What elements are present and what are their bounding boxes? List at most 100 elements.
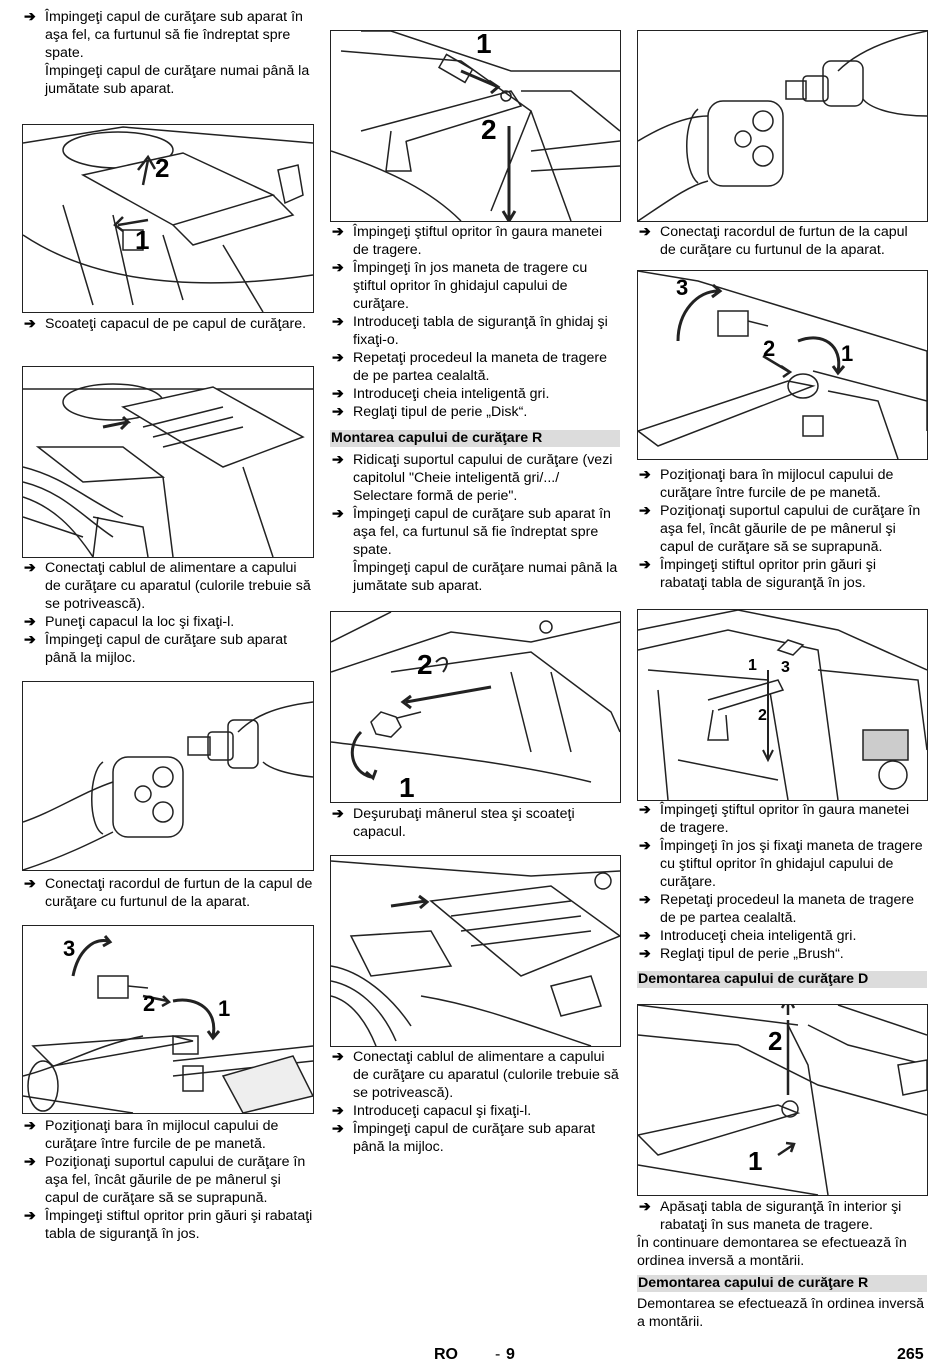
arrow-bullet-icon: ➔ — [332, 386, 344, 402]
instruction-step: ➔Repetaţi procedeul la maneta de tragere… — [637, 891, 927, 927]
instruction-text: Împingeţi în jos maneta de tragere cu şt… — [353, 260, 588, 312]
figure-connect-cable-r — [330, 855, 621, 1047]
arrow-bullet-icon: ➔ — [24, 1154, 36, 1170]
callout-label: 1 — [218, 996, 230, 1021]
arrow-bullet-icon: ➔ — [639, 557, 651, 573]
footer-section-number: 9 — [506, 1346, 515, 1363]
callout-label: 2 — [417, 649, 433, 680]
callout-label: 3 — [676, 275, 688, 300]
figure-insert-pin: 1 2 — [330, 30, 621, 222]
instruction-text: Introduceţi capacul şi fixaţi-l. — [353, 1103, 532, 1119]
callout-label: 1 — [841, 341, 853, 366]
instruction-text: Împingeţi capul de curăţare sub aparat î… — [45, 9, 303, 61]
instruction-note: Împingeţi capul de curăţare numai până l… — [353, 560, 618, 594]
arrow-bullet-icon: ➔ — [24, 316, 36, 332]
instruction-step: ➔Poziţionaţi bara în mijlocul capului de… — [22, 1117, 315, 1153]
arrow-bullet-icon: ➔ — [639, 503, 651, 519]
callout-label: 1 — [135, 225, 149, 255]
section-heading: Montarea capului de curăţare R — [330, 430, 620, 447]
instructions-c1-b1: ➔ Împingeţi capul de curăţare sub aparat … — [22, 8, 315, 98]
arrow-bullet-icon: ➔ — [24, 614, 36, 630]
figure-insert-pin-right: 1 3 2 — [637, 609, 928, 801]
figure-position-bar-right: 3 2 1 — [637, 270, 928, 460]
figure-remove-cover: 2 1 — [22, 124, 314, 313]
figure-hose-coupling-right — [637, 30, 928, 222]
arrow-bullet-icon: ➔ — [332, 506, 344, 522]
arrow-bullet-icon: ➔ — [332, 260, 344, 276]
instructions-c2-b3: ➔Deşurubaţi mânerul stea şi scoateţi cap… — [330, 805, 620, 841]
callout-label: 1 — [399, 772, 415, 802]
instruction-step: ➔Introduceţi tabla de siguranţă în ghida… — [330, 313, 620, 349]
arrow-bullet-icon: ➔ — [332, 224, 344, 240]
instruction-step: ➔Introduceţi cheia inteligentă gri. — [637, 927, 927, 945]
footer-language: RO — [434, 1346, 458, 1363]
instructions-c1-b3: ➔ Conectaţi cablul de alimentare a capulu… — [22, 559, 315, 667]
paragraph: Demontarea se efectuează în ordinea inve… — [637, 1295, 927, 1331]
instruction-text: Conectaţi racordul de furtun de la capul… — [660, 224, 908, 258]
arrow-bullet-icon: ➔ — [24, 1208, 36, 1224]
instruction-text: Ridicaţi suportul capului de curăţare (v… — [353, 452, 613, 504]
callout-label: 2 — [763, 336, 775, 361]
instruction-text: Puneţi capacul la loc şi fixaţi-l. — [45, 614, 235, 630]
instructions-c3-b2: ➔ Poziţionaţi bara în mijlocul capului de… — [637, 466, 927, 592]
instruction-step: ➔ Poziţionaţi bara în mijlocul capului de… — [637, 466, 927, 502]
instruction-step: ➔ Puneţi capacul la loc şi fixaţi-l. — [22, 613, 315, 631]
arrow-bullet-icon: ➔ — [332, 1103, 344, 1119]
instructions-c2-b2: ➔ Ridicaţi suportul capului de curăţare (… — [330, 451, 620, 595]
instruction-text: Împingeţi ştiftul opritor în gaura manet… — [353, 224, 603, 258]
instruction-text: Introduceţi tabla de siguranţă în ghidaj… — [353, 314, 608, 348]
paragraph: În continuare demontarea se efectuează î… — [637, 1234, 927, 1270]
instruction-step: ➔ Împingeţi capul de curăţare sub aparat … — [22, 8, 315, 98]
instruction-text: Deşurubaţi mânerul stea şi scoateţi capa… — [353, 806, 575, 840]
figure-hose-coupling — [22, 681, 314, 871]
instructions-c3-b3: ➔ Împingeţi ştiftul opritor în gaura mane… — [637, 801, 927, 963]
arrow-bullet-icon: ➔ — [24, 560, 36, 576]
instruction-text: Reglaţi tipul de perie „Disk“. — [353, 404, 528, 420]
instructions-c2-b1: ➔ Împingeţi ştiftul opritor în gaura mane… — [330, 223, 620, 421]
instruction-text: Conectaţi cablul de alimentare a capului… — [45, 560, 311, 612]
instructions-c3-b4: ➔Apăsaţi tabla de siguranţă în interior … — [637, 1198, 927, 1234]
instruction-step: ➔ Poziţionaţi suportul capului de curăţar… — [22, 1153, 315, 1207]
instruction-text: Conectaţi racordul de furtun de la capul… — [45, 876, 313, 910]
callout-label: 1 — [748, 1146, 762, 1176]
instruction-step: ➔ Scoateţi capacul de pe capul de curăţar… — [22, 315, 315, 333]
instruction-text: Poziţionaţi bara în mijlocul capului de … — [660, 467, 894, 501]
arrow-bullet-icon: ➔ — [639, 802, 651, 818]
figure-unscrew-star-knob: 2 1 — [330, 611, 621, 803]
instruction-step: ➔ Împingeţi stiftul opritor prin găuri şi… — [637, 556, 927, 592]
callout-label: 2 — [768, 1026, 782, 1056]
callout-label: 1 — [748, 657, 757, 674]
instruction-step: ➔ Conectaţi cablul de alimentare a capulu… — [22, 559, 315, 613]
instruction-step: ➔ Reglaţi tipul de perie „Brush“. — [637, 945, 927, 963]
instruction-text: Împingeţi stiftul opritor prin găuri şi … — [660, 557, 877, 591]
instruction-text: Împingeţi stiftul opritor prin găuri şi … — [45, 1208, 313, 1242]
instruction-step: ➔Deşurubaţi mânerul stea şi scoateţi cap… — [330, 805, 620, 841]
instruction-text: Conectaţi cablul de alimentare a capului… — [353, 1049, 619, 1101]
arrow-bullet-icon: ➔ — [639, 892, 651, 908]
instruction-text: Poziţionaţi suportul capului de curăţare… — [45, 1154, 306, 1206]
instruction-note: Împingeţi capul de curăţare numai până l… — [45, 63, 310, 97]
instructions-c1-b4: ➔Conectaţi racordul de furtun de la capu… — [22, 875, 315, 911]
arrow-bullet-icon: ➔ — [639, 1199, 651, 1215]
arrow-bullet-icon: ➔ — [639, 467, 651, 483]
callout-label: 3 — [63, 936, 75, 961]
instruction-step: ➔Conectaţi cablul de alimentare a capulu… — [330, 1048, 620, 1102]
paragraph-text: În continuare demontarea se efectuează î… — [637, 1235, 907, 1269]
instruction-text: Împingeţi capul de curăţare sub aparat p… — [353, 1121, 596, 1155]
arrow-bullet-icon: ➔ — [332, 404, 344, 420]
arrow-bullet-icon: ➔ — [24, 9, 36, 25]
instruction-step: ➔Repetaţi procedeul la maneta de tragere… — [330, 349, 620, 385]
arrow-bullet-icon: ➔ — [332, 452, 344, 468]
instruction-text: Reglaţi tipul de perie „Brush“. — [660, 946, 844, 962]
callout-label: 3 — [781, 659, 790, 676]
instruction-text: Împingeţi ştiftul opritor în gaura manet… — [660, 802, 910, 836]
section-heading: Demontarea capului de curăţare R — [637, 1275, 927, 1292]
instruction-text: Scoateţi capacul de pe capul de curăţare… — [45, 316, 307, 332]
instruction-step: ➔ Introduceţi capacul şi fixaţi-l. — [330, 1102, 620, 1120]
arrow-bullet-icon: ➔ — [639, 946, 651, 962]
instruction-step: ➔Apăsaţi tabla de siguranţă în interior … — [637, 1198, 927, 1234]
arrow-bullet-icon: ➔ — [639, 928, 651, 944]
instruction-text: Împingeţi capul de curăţare sub aparat î… — [353, 506, 611, 558]
instruction-step: ➔ Reglaţi tipul de perie „Disk“. — [330, 403, 620, 421]
instructions-c1-b5: ➔Poziţionaţi bara în mijlocul capului de… — [22, 1117, 315, 1243]
